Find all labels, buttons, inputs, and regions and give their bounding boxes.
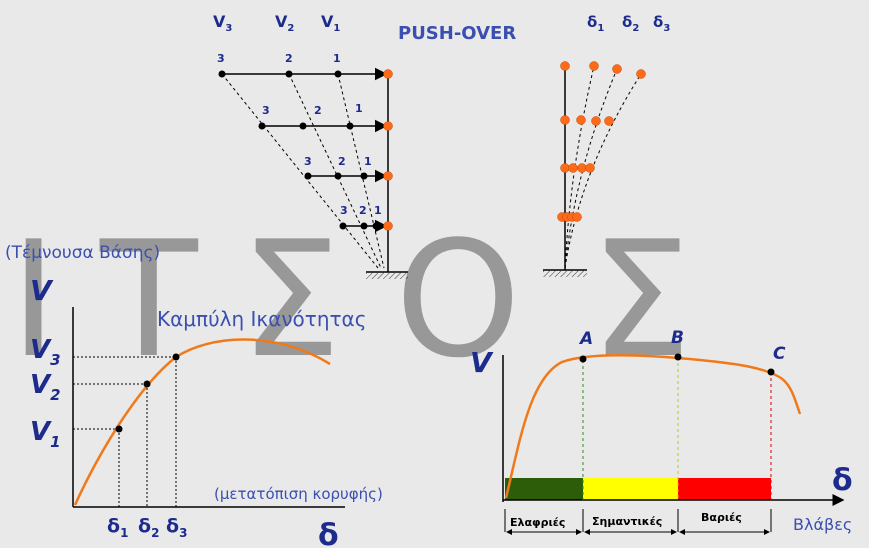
capacity-delta-axis-label: δ	[318, 518, 339, 548]
x-tick-d2: δ	[138, 515, 151, 537]
band-label-light: Ελαφριές	[510, 516, 565, 529]
capacity-curve-chart: (Τέμνουσα Βάσης) V Καμπύλη Ικανότητας V3…	[5, 243, 383, 548]
d2-label: δ	[622, 13, 632, 31]
x-tick-d1: δ	[107, 515, 120, 537]
base-shear-label: (Τέμνουσα Βάσης)	[5, 243, 160, 263]
capacity-guides	[73, 356, 177, 507]
v2-label: V	[275, 12, 288, 31]
point-a	[579, 355, 587, 363]
watermark-letter-sigma-1: Σ	[240, 206, 341, 393]
capacity-y-ticks: V3 V2 V1	[30, 335, 61, 451]
band-significant	[583, 478, 678, 500]
svg-text:V1: V1	[30, 417, 61, 451]
v3-label: V	[213, 12, 226, 31]
svg-text:V2: V2	[275, 12, 294, 34]
svg-text:V2: V2	[30, 370, 61, 404]
node-number-labels: 3 2 1 3 2 1 3 2 1 3 2 1	[217, 52, 382, 217]
column-nodes	[383, 69, 393, 231]
svg-text:δ1: δ1	[587, 13, 604, 34]
band-label-significant: Σημαντικές	[592, 515, 662, 528]
y-tick-v1: V	[30, 417, 52, 447]
point-b-label: B	[671, 328, 684, 348]
force-points	[218, 70, 380, 230]
deformed-shapes-diagram: δ1 δ2 δ3	[543, 13, 670, 277]
x-tick-d3: δ	[166, 515, 179, 537]
svg-text:3: 3	[262, 104, 270, 117]
force-labels: V3 V2 V1	[213, 12, 340, 34]
damage-points	[579, 353, 775, 376]
svg-text:1: 1	[364, 155, 372, 168]
damage-v-axis-label: V	[470, 346, 494, 379]
svg-text:δ1: δ1	[107, 515, 128, 540]
point-c	[767, 368, 775, 376]
damage-point-labels: A B C	[578, 328, 786, 364]
ground-hatch	[366, 272, 408, 279]
damage-curve	[504, 354, 802, 499]
damage-band-labels: Ελαφριές Σημαντικές Βαριές	[510, 511, 742, 529]
pushover-forces-diagram: 3 2 1 3 2 1 3 2 1 3 2 1 V3 V2 V1 PUSH-OV…	[213, 12, 516, 279]
range-arrows	[504, 509, 772, 535]
deformed-ground-hatch	[543, 270, 587, 277]
watermark-letter-t: T	[99, 206, 199, 393]
svg-text:δ3: δ3	[653, 13, 670, 34]
capacity-curve-title: Καμπύλη Ικανότητας	[157, 307, 366, 331]
svg-text:1: 1	[333, 52, 341, 65]
capacity-points	[115, 353, 180, 433]
svg-text:1: 1	[374, 204, 382, 217]
svg-text:V3: V3	[213, 12, 232, 34]
svg-text:δ3: δ3	[166, 515, 187, 540]
svg-text:1: 1	[355, 102, 363, 115]
svg-text:V1: V1	[321, 12, 340, 34]
y-tick-v3: V	[30, 335, 52, 365]
d3-label: δ	[653, 13, 663, 31]
svg-text:V3: V3	[30, 335, 61, 369]
damage-states-chart: V A B C δ	[470, 328, 853, 535]
deformed-curves	[564, 65, 642, 269]
watermark-letter-sigma-2: Σ	[590, 206, 691, 393]
d1-label: δ	[587, 13, 597, 31]
svg-text:δ2: δ2	[622, 13, 639, 34]
watermark-letter-o: O	[395, 206, 521, 393]
svg-text:2: 2	[285, 52, 293, 65]
capacity-v-axis-label: V	[30, 274, 54, 307]
svg-text:3: 3	[304, 155, 312, 168]
capacity-x-ticks: δ1 δ2 δ3	[107, 515, 187, 540]
pushover-title: PUSH-OVER	[398, 23, 516, 44]
band-light	[505, 478, 583, 500]
band-severe	[678, 478, 771, 500]
point-b	[674, 353, 682, 361]
svg-text:3: 3	[340, 204, 348, 217]
svg-text:δ2: δ2	[138, 515, 159, 540]
watermark-letter-i: I	[10, 206, 57, 393]
svg-text:2: 2	[359, 204, 367, 217]
point-c-label: C	[773, 344, 786, 364]
damage-label: Βλάβες	[793, 515, 852, 534]
svg-text:3: 3	[217, 52, 225, 65]
point-a-label: A	[578, 329, 593, 349]
deformed-nodes	[557, 61, 646, 222]
displacement-labels: δ1 δ2 δ3	[587, 13, 670, 34]
top-displacement-label: (μετατόπιση κορυφής)	[214, 485, 383, 503]
svg-text:2: 2	[314, 104, 322, 117]
band-label-severe: Βαριές	[701, 511, 742, 524]
watermark: I T Σ O Σ	[10, 206, 691, 393]
damage-delta-axis-label: δ	[832, 463, 853, 498]
v1-label: V	[321, 12, 334, 31]
y-tick-v2: V	[30, 370, 52, 400]
svg-text:2: 2	[338, 155, 346, 168]
